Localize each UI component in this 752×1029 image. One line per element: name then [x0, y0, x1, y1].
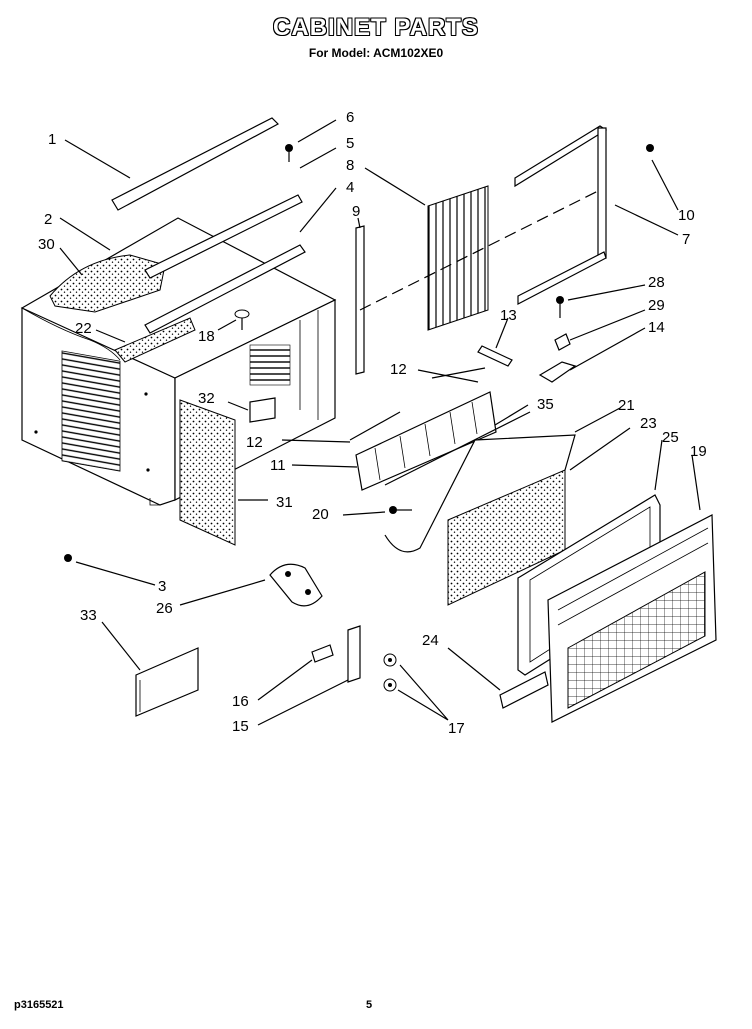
clip-29	[554, 333, 571, 351]
callout-1: 1	[48, 131, 56, 148]
diagram-code: p3165521	[14, 999, 64, 1011]
callout-7: 7	[682, 231, 690, 248]
screw-20	[389, 506, 412, 514]
callout-6: 6	[346, 109, 354, 126]
bracket-9	[355, 225, 365, 375]
callout-24: 24	[422, 632, 439, 649]
screw-3	[64, 554, 72, 562]
callout-19: 19	[690, 443, 707, 460]
callout-22: 22	[75, 320, 92, 337]
callout-8: 8	[346, 157, 354, 174]
callout-9: 9	[352, 203, 360, 220]
rod-12-lower	[349, 411, 401, 441]
callout-20: 20	[312, 506, 329, 523]
callout-16: 16	[232, 693, 249, 710]
callout-12-lower: 12	[246, 434, 263, 451]
callout-25: 25	[662, 429, 679, 446]
screw-28	[556, 296, 564, 318]
callout-labels: 1 2 30 6 5 8 4 9 10 7 28 29 14 13 12 35 …	[38, 109, 707, 737]
callout-10: 10	[678, 207, 695, 224]
bracket-13	[477, 345, 513, 367]
knob-17-lower	[383, 678, 397, 692]
callout-21: 21	[618, 397, 635, 414]
filter-31	[179, 399, 236, 546]
callout-26: 26	[156, 600, 173, 617]
insulation-pad-22	[114, 317, 196, 363]
callout-2: 2	[44, 211, 52, 228]
window-frame-7	[514, 125, 608, 305]
page-title: CABINET PARTS	[273, 14, 479, 41]
callout-23: 23	[640, 415, 657, 432]
rack-21	[384, 434, 576, 553]
callout-29: 29	[648, 297, 665, 314]
rail-4	[144, 244, 306, 334]
insulation-pad-30	[49, 254, 166, 313]
callout-32: 32	[198, 390, 215, 407]
callout-11: 11	[270, 457, 286, 474]
callout-28: 28	[648, 274, 665, 291]
callout-31: 31	[276, 494, 293, 511]
clip-16	[311, 644, 334, 663]
callout-12-upper: 12	[390, 361, 407, 378]
callout-18: 18	[198, 328, 215, 345]
leader-lines	[59, 119, 701, 726]
callout-35: 35	[537, 396, 554, 413]
callout-15: 15	[232, 718, 249, 735]
rail-5	[144, 194, 303, 279]
callout-14: 14	[648, 319, 665, 336]
rail-1	[111, 117, 279, 211]
callout-13: 13	[500, 307, 517, 324]
front-grille-19	[547, 514, 717, 723]
strip-35	[384, 411, 531, 486]
callout-5: 5	[346, 135, 354, 152]
callout-33: 33	[80, 607, 97, 624]
screw-10	[646, 144, 654, 152]
callout-4: 4	[346, 179, 354, 196]
louver-8	[427, 185, 489, 331]
rod-12-upper	[431, 367, 486, 379]
bracket-14	[538, 361, 577, 383]
bracket-assembly-11	[355, 391, 497, 491]
page-number: 5	[366, 999, 373, 1011]
clamp-26	[269, 563, 323, 607]
brace-32	[249, 397, 276, 423]
sill-24	[499, 671, 549, 709]
hinge-15	[347, 625, 361, 683]
screw-6	[285, 144, 293, 162]
callout-17: 17	[448, 720, 465, 737]
knob-17-upper	[383, 653, 397, 667]
callout-30: 30	[38, 236, 55, 253]
callout-3: 3	[158, 578, 166, 595]
panel-33	[135, 647, 199, 717]
plug-18	[234, 309, 250, 330]
model-subtitle: For Model: ACM102XE0	[308, 46, 444, 60]
